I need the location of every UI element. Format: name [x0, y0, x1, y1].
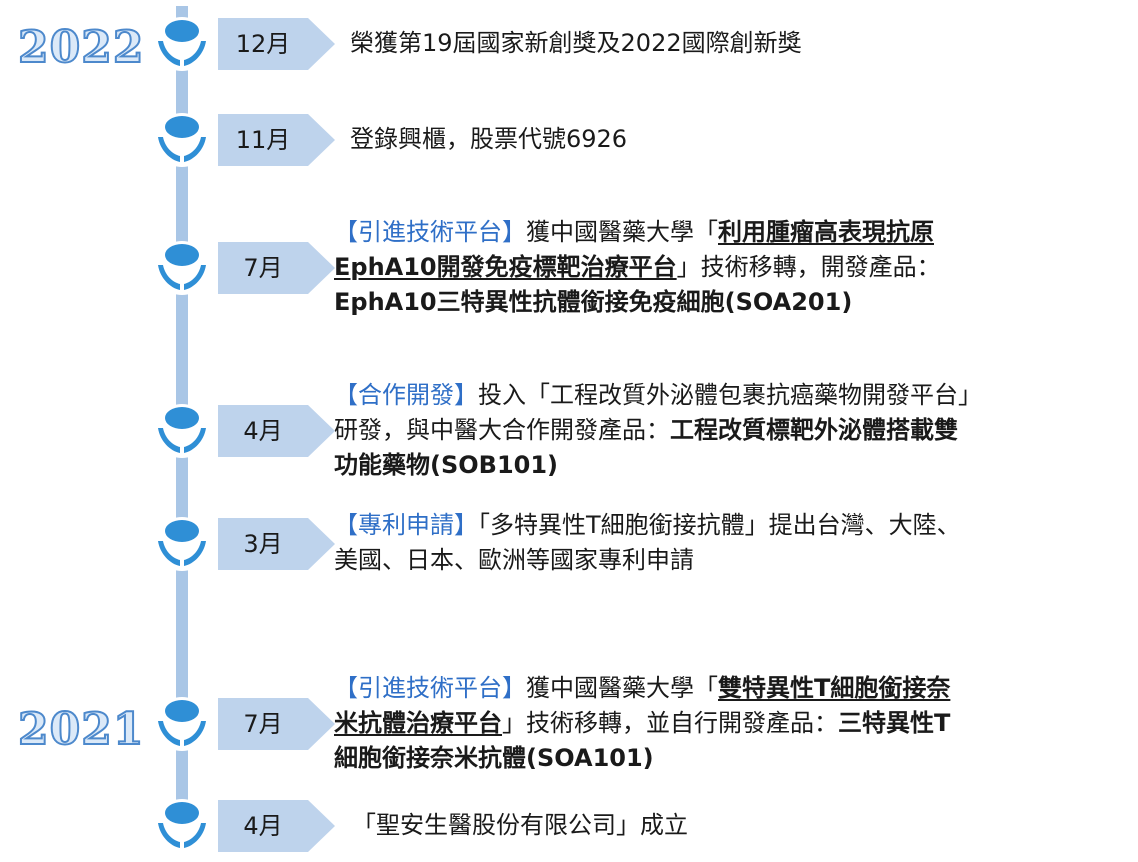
event-line: 功能藥物(SOB101) [334, 448, 1124, 483]
product-name: 細胞銜接奈米抗體(SOA101) [334, 744, 654, 772]
event-line: 【專利申請】「多特異性T細胞銜接抗體」提出台灣、大陸、 [334, 508, 1124, 543]
event-description: 【引進技術平台】獲中國醫藥大學「利用腫瘤高表現抗原 EphA10開發免疫標靶治療… [334, 215, 1124, 320]
month-label: 4月 [243, 417, 283, 445]
event-text: 」技術移轉，並自行開發產品： [502, 709, 838, 737]
event-line: 【引進技術平台】獲中國醫藥大學「雙特異性T細胞銜接奈 [334, 671, 1124, 706]
milestone-icon [154, 240, 210, 296]
event-line: 【引進技術平台】獲中國醫藥大學「利用腫瘤高表現抗原 [334, 215, 1124, 250]
year-label-2022: 2022 [17, 22, 145, 73]
event-line: 研發，與中醫大合作開發產品：工程改質標靶外泌體搭載雙 [334, 413, 1124, 448]
month-label: 7月 [243, 254, 283, 282]
month-label: 11月 [235, 126, 291, 154]
event-line: EphA10三特異性抗體銜接免疫細胞(SOA201) [334, 285, 1124, 320]
platform-name: EphA10開發免疫標靶治療平台 [334, 253, 677, 281]
month-label: 7月 [243, 710, 283, 738]
category-tag: 【引進技術平台】 [334, 218, 526, 246]
month-label-box: 11月 [218, 114, 335, 166]
platform-name: 米抗體治療平台 [334, 709, 502, 737]
event-text: 研發，與中醫大合作開發產品： [334, 416, 670, 444]
event-text: 獲中國醫藥大學「 [526, 218, 718, 246]
milestone-icon [154, 696, 210, 752]
event-line: 美國、日本、歐洲等國家專利申請 [334, 543, 1124, 578]
event-text: 投入「工程改質外泌體包裹抗癌藥物開發平台」 [478, 381, 982, 409]
event-description: 榮獲第19屆國家新創獎及2022國際創新獎 [350, 26, 1138, 61]
product-name: 功能藥物(SOB101) [334, 451, 559, 479]
platform-name: 雙特異性T細胞銜接奈 [718, 674, 951, 702]
month-label-box: 3月 [218, 518, 335, 570]
event-text: 「多特異性T細胞銜接抗體」提出台灣、大陸、 [478, 511, 961, 539]
milestone-icon [154, 798, 210, 854]
category-tag: 【合作開發】 [334, 381, 478, 409]
month-label-box: 12月 [218, 18, 335, 70]
event-line: EphA10開發免疫標靶治療平台」技術移轉，開發產品： [334, 250, 1124, 285]
event-description: 登錄興櫃，股票代號6926 [350, 122, 1138, 157]
month-label-box: 7月 [218, 242, 335, 294]
event-text: 美國、日本、歐洲等國家專利申請 [334, 546, 694, 574]
event-line: 細胞銜接奈米抗體(SOA101) [334, 741, 1124, 776]
month-label: 12月 [235, 30, 291, 58]
year-label-2021: 2021 [17, 704, 145, 755]
month-label: 4月 [243, 812, 283, 840]
month-label: 3月 [243, 530, 283, 558]
month-label-box: 7月 [218, 698, 335, 750]
product-name: 三特異性T [838, 709, 951, 737]
event-text: 」技術移轉，開發產品： [676, 253, 941, 281]
month-label-box: 4月 [218, 800, 335, 852]
category-tag: 【引進技術平台】 [334, 674, 526, 702]
event-description: 【引進技術平台】獲中國醫藥大學「雙特異性T細胞銜接奈 米抗體治療平台」技術移轉，… [334, 671, 1124, 776]
platform-name: 利用腫瘤高表現抗原 [718, 218, 934, 246]
milestone-icon [154, 16, 210, 72]
event-text: 榮獲第19屆國家新創獎及2022國際創新獎 [350, 29, 802, 57]
event-text: 登錄興櫃，股票代號6926 [350, 125, 628, 153]
event-description: 【專利申請】「多特異性T細胞銜接抗體」提出台灣、大陸、 美國、日本、歐洲等國家專… [334, 508, 1124, 578]
event-text: 獲中國醫藥大學「 [526, 674, 718, 702]
month-label-box: 4月 [218, 405, 335, 457]
event-description: 【合作開發】投入「工程改質外泌體包裹抗癌藥物開發平台」 研發，與中醫大合作開發產… [334, 378, 1124, 483]
milestone-icon [154, 403, 210, 459]
product-name: EphA10三特異性抗體銜接免疫細胞(SOA201) [334, 288, 853, 316]
event-line: 【合作開發】投入「工程改質外泌體包裹抗癌藥物開發平台」 [334, 378, 1124, 413]
product-name: 工程改質標靶外泌體搭載雙 [670, 416, 958, 444]
milestone-icon [154, 112, 210, 168]
event-line: 米抗體治療平台」技術移轉，並自行開發產品：三特異性T [334, 706, 1124, 741]
event-text: 「聖安生醫股份有限公司」成立 [352, 811, 688, 839]
event-description: 「聖安生醫股份有限公司」成立 [352, 808, 1138, 843]
category-tag: 【專利申請】 [334, 511, 478, 539]
milestone-icon [154, 516, 210, 572]
